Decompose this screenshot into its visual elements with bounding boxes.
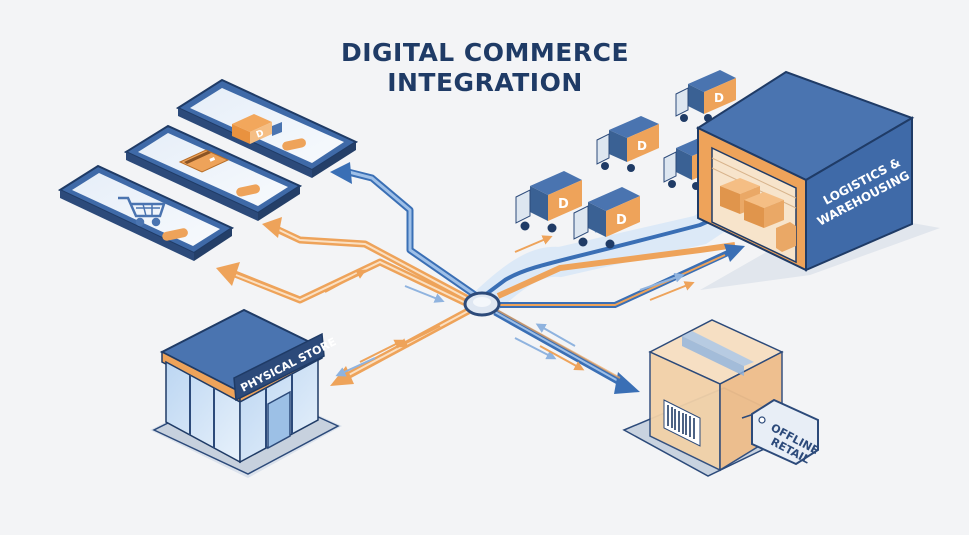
title-line-1: DIGITAL COMMERCE	[340, 38, 630, 67]
hub-icon	[463, 291, 501, 317]
warehouse-boxes	[720, 178, 796, 252]
phone-delivery: D	[175, 78, 359, 178]
title-line-2: INTEGRATION	[387, 68, 583, 97]
offline-retail-tag: OFFLINE RETAIL	[741, 398, 821, 466]
physical-store: PHYSICAL STORE	[150, 308, 342, 478]
flow-to-warehouse-orange	[496, 242, 736, 299]
svg-text:D: D	[558, 197, 569, 212]
barcode-icon	[663, 399, 701, 447]
phone-cart-button	[162, 228, 188, 241]
credit-card-icon	[178, 149, 230, 173]
diagram-title: DIGITAL COMMERCE INTEGRATION	[320, 38, 650, 98]
phone-delivery-button	[282, 138, 306, 151]
offline-retail: OFFLINE RETAIL	[622, 319, 821, 477]
phone-payment-button	[236, 184, 260, 197]
svg-text:D: D	[637, 139, 647, 153]
logo-d-icon: D	[714, 91, 724, 105]
warehouse: LOGISTICS & WAREHOUSING	[695, 70, 940, 290]
svg-text:D: D	[616, 213, 627, 228]
truck-1: D	[675, 70, 736, 122]
truck-2: D	[596, 116, 659, 172]
phone-cart	[57, 164, 235, 261]
phone-payment	[123, 124, 303, 221]
delivery-truck-icon: D	[232, 114, 282, 144]
svg-text:D: D	[255, 129, 265, 141]
truck-5: D	[573, 187, 640, 249]
truck-4: D	[515, 171, 582, 233]
flow-lines	[216, 162, 746, 394]
cart-icon	[118, 196, 166, 227]
